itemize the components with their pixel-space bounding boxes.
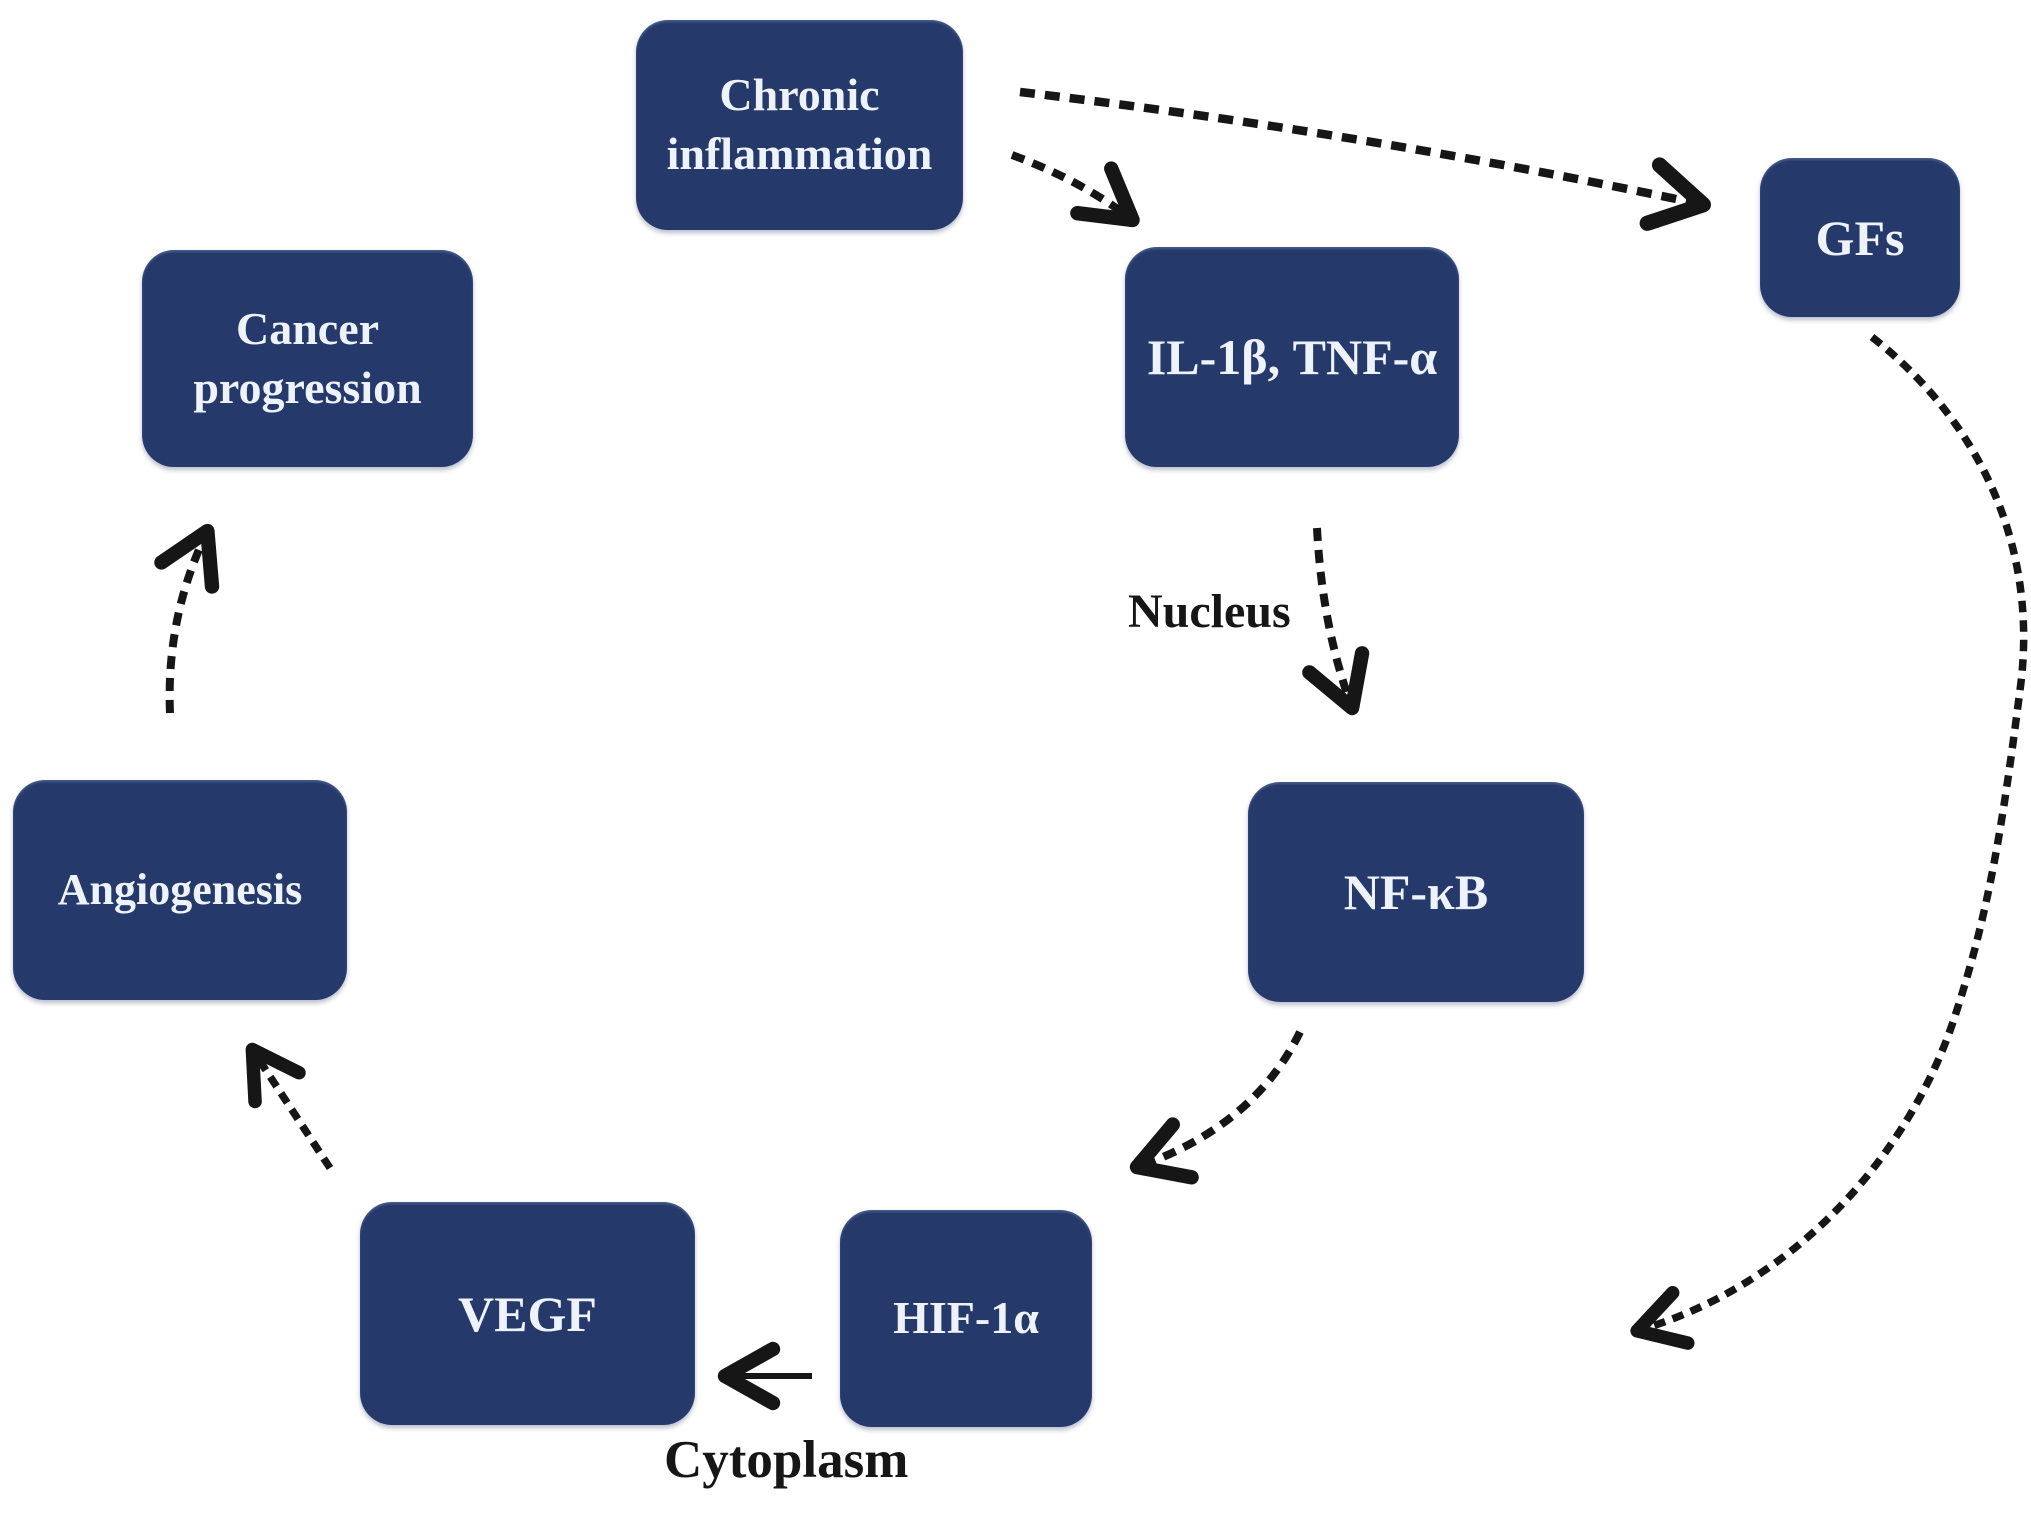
node-il1b-tnfa-label: IL-1β, TNF-α bbox=[1146, 329, 1438, 385]
node-hif1a-label: HIF-1α bbox=[893, 1292, 1039, 1344]
node-vegf-label: VEGF bbox=[458, 1285, 597, 1342]
node-angiogenesis: Angiogenesis bbox=[13, 780, 347, 1000]
node-nfkb: NF-κB bbox=[1248, 782, 1584, 1002]
arrow-chronic-to-gfs bbox=[1019, 87, 1711, 231]
node-nfkb-label: NF-κB bbox=[1343, 864, 1489, 920]
node-hif1a: HIF-1α bbox=[840, 1210, 1092, 1427]
arrow-gfs-to-hif bbox=[1630, 334, 2028, 1350]
node-il1b-tnfa: IL-1β, TNF-α bbox=[1125, 247, 1459, 467]
arrow-chronic-to-il1b bbox=[1010, 151, 1140, 228]
node-chronic-inflammation-label: Chronic inflammation bbox=[666, 69, 933, 179]
arrow-vegf-to-angio bbox=[245, 1042, 334, 1171]
arrow-angio-to-cancer bbox=[154, 523, 220, 714]
cytoplasm-label: Cytoplasm bbox=[664, 1431, 909, 1489]
node-cancer-progression: Cancer progression bbox=[142, 250, 473, 467]
node-gfs: GFs bbox=[1760, 158, 1960, 317]
node-angiogenesis-label: Angiogenesis bbox=[57, 864, 303, 914]
nucleus-label: Nucleus bbox=[1128, 585, 1291, 638]
node-vegf: VEGF bbox=[360, 1202, 695, 1425]
node-cancer-progression-label: Cancer progression bbox=[193, 302, 422, 413]
node-chronic-inflammation: Chronic inflammation bbox=[636, 20, 963, 230]
arrow-nfkb-to-hif bbox=[1129, 1030, 1304, 1185]
arrow-il1b-to-nfkb bbox=[1302, 527, 1370, 716]
node-gfs-label: GFs bbox=[1815, 209, 1905, 266]
